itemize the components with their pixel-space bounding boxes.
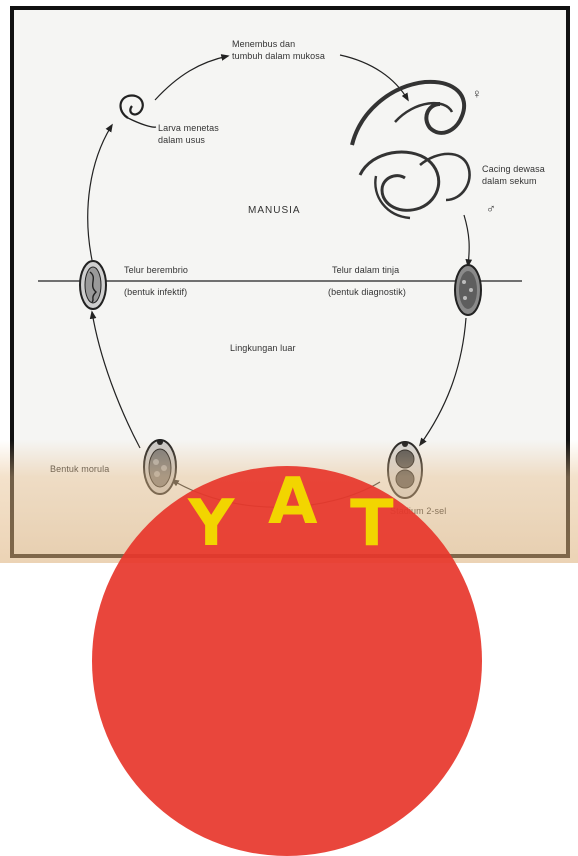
arrow-adult-to-feces: [464, 215, 469, 266]
diagnostic-form-label: (bentuk diagnostik): [328, 286, 406, 298]
female-symbol: ♀: [472, 88, 482, 100]
arrow-feces-to-2cell: [420, 318, 466, 445]
watermark-letter-t: T: [350, 492, 394, 556]
egg-in-feces-icon: [455, 265, 481, 315]
adult-male-worm-icon: [360, 152, 470, 218]
arrow-morula-to-egg: [92, 312, 140, 448]
morula-egg-icon: [144, 439, 176, 494]
environment-label: Lingkungan luar: [230, 342, 296, 354]
embryonated-egg-label: Telur berembrio: [124, 264, 188, 276]
arrow-mucosa-to-adult: [340, 55, 408, 100]
host-label: MANUSIA: [248, 205, 301, 217]
male-symbol: ♂: [486, 203, 496, 215]
arrow-larva-to-mucosa: [155, 56, 228, 100]
migration-label: Menembus dan tumbuh dalam mukosa: [232, 38, 325, 62]
embryonated-egg-icon: [80, 261, 106, 309]
watermark-letter-y: Y: [188, 492, 234, 556]
adult-worm-label: Cacing dewasa dalam sekum: [482, 163, 545, 187]
arrow-egg-to-larva: [88, 125, 112, 260]
infective-form-label: (bentuk infektif): [124, 286, 187, 298]
larva-label: Larva menetas dalam usus: [158, 122, 219, 146]
adult-female-worm-icon: [352, 82, 464, 145]
larva-icon: [121, 95, 157, 127]
watermark-letter-a: A: [268, 470, 318, 534]
egg-in-feces-label: Telur dalam tinja: [332, 264, 399, 276]
morula-label: Bentuk morula: [50, 463, 109, 475]
